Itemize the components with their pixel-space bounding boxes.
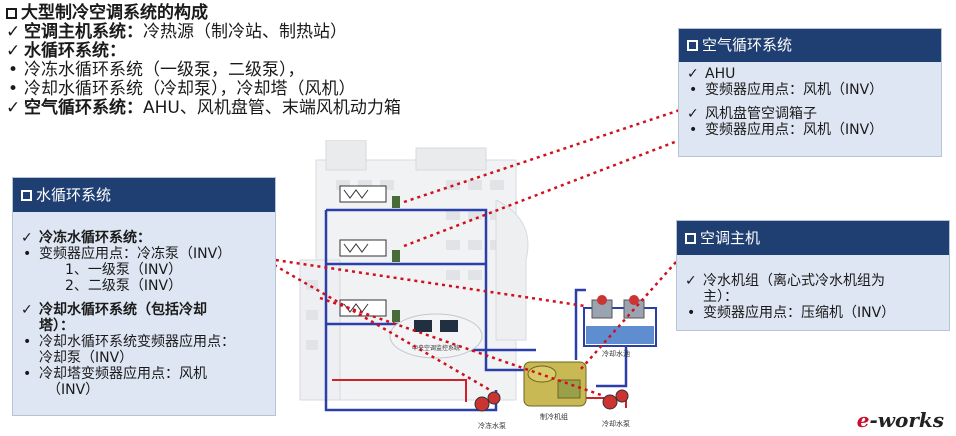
heading-line-1: ✓空调主机系统：冷热源（制冷站、制热站） — [6, 23, 476, 42]
chiller-label: 制冷机组 — [540, 412, 568, 421]
air-panel-title: 空气循环系统 — [702, 36, 793, 54]
water-row-tower-inv-2: （INV） — [47, 382, 100, 398]
water-panel-header: 水循环系统 — [13, 178, 275, 212]
water-row-cooling: ✓冷却水循环系统（包括冷却 — [21, 302, 207, 318]
callout-water-chilled — [261, 256, 586, 308]
air-row-fcu-inv: •变频器应用点：风机（INV） — [689, 122, 884, 138]
water-row-pump1: 1、一级泵（INV） — [65, 262, 183, 278]
check-icon: ✓ — [6, 98, 21, 118]
water-system-label: 水循环系统： — [24, 41, 126, 61]
heading-title-row: 大型制冷空调系统的构成 — [6, 4, 476, 23]
pump1-label: 冷冻水泵 — [478, 421, 506, 430]
water-row-cooling-inv: •冷却水循环系统变频器应用点： — [23, 334, 235, 350]
cold-pool-label: 冷却水池 — [602, 349, 630, 358]
callout-host-chiller — [579, 261, 677, 371]
heading-line-2: ✓水循环系统： — [6, 42, 476, 61]
pump-icons — [474, 389, 629, 412]
water-circulation-panel: 水循环系统 ✓冷冻水循环系统： •变频器应用点：冷冻泵（INV） 1、一级泵（I… — [12, 177, 276, 416]
host-panel-body: ✓冷水机组（离心式冷水机组为 主）： •变频器应用点：压缩机（INV） — [677, 255, 949, 325]
heading-line-5: ✓空气循环系统：AHU、风机盘管、末端风机动力箱 — [6, 99, 476, 118]
square-bullet-icon — [6, 8, 17, 19]
bullet-icon: • — [8, 79, 19, 99]
host-panel-title: 空调主机 — [700, 229, 761, 247]
air-row-ahu-inv: •变频器应用点：风机（INV） — [689, 82, 884, 98]
air-system-label: 空气循环系统： — [24, 98, 143, 118]
water-row-pump2: 2、二级泵（INV） — [65, 278, 183, 294]
host-row-chiller-2: 主）： — [703, 289, 738, 305]
cooling-water-text: 冷却水循环系统（冷却泵），冷却塔（风机） — [24, 79, 356, 99]
ac-host-panel: 空调主机 ✓冷水机组（离心式冷水机组为 主）： •变频器应用点：压缩机（INV） — [676, 220, 950, 331]
water-panel-title: 水循环系统 — [36, 186, 112, 204]
air-system-text: AHU、风机盘管、末端风机动力箱 — [143, 98, 401, 118]
control-system-label: 中央空调监控系统 — [412, 344, 460, 352]
square-bullet-icon — [21, 190, 32, 201]
check-icon: ✓ — [6, 41, 21, 61]
heading-title: 大型制冷空调系统的构成 — [21, 3, 208, 23]
host-panel-header: 空调主机 — [677, 221, 949, 255]
host-row-chiller: ✓冷水机组（离心式冷水机组为 — [685, 273, 885, 289]
system-composition-heading: 大型制冷空调系统的构成 ✓空调主机系统：冷热源（制冷站、制热站） ✓水循环系统：… — [6, 4, 476, 118]
heading-line-3: •冷冻水循环系统（一级泵，二级泵）， — [6, 61, 476, 80]
air-panel-header: 空气循环系统 — [679, 29, 941, 62]
air-panel-body: ✓AHU •变频器应用点：风机（INV） ✓风机盘管空调箱子 •变频器应用点：风… — [679, 62, 941, 142]
eworks-logo: e-works — [856, 408, 944, 432]
pump2-label: 冷却水泵 — [602, 419, 630, 428]
heading-line-4: •冷却水循环系统（冷却泵），冷却塔（风机） — [6, 80, 476, 99]
host-system-text: 冷热源（制冷站、制热站） — [143, 22, 347, 42]
callout-water-cooling — [319, 296, 605, 398]
check-icon: ✓ — [6, 22, 21, 42]
water-row-cooling-2: 塔）： — [39, 318, 74, 334]
square-bullet-icon — [687, 40, 698, 51]
bullet-icon: • — [8, 60, 19, 80]
water-row-tower-inv: •冷却塔变频器应用点：风机 — [23, 366, 207, 382]
cooling-tower-illustration — [583, 295, 657, 347]
callout-air-fcu — [403, 138, 681, 248]
callout-water-pump — [261, 256, 491, 392]
water-row-cooling-inv-2: 冷却泵（INV） — [39, 350, 134, 366]
water-row-chilled: ✓冷冻水循环系统： — [21, 230, 151, 246]
water-panel-body: ✓冷冻水循环系统： •变频器应用点：冷冻泵（INV） 1、一级泵（INV） 2、… — [13, 212, 275, 402]
square-bullet-icon — [685, 233, 696, 244]
callout-air-ahu — [403, 108, 681, 204]
host-row-compressor: •变频器应用点：压缩机（INV） — [687, 305, 896, 321]
air-row-ahu: ✓AHU — [687, 66, 736, 82]
host-system-label: 空调主机系统： — [24, 22, 143, 42]
air-row-fcu: ✓风机盘管空调箱子 — [687, 106, 817, 122]
water-row-chilled-inv: •变频器应用点：冷冻泵（INV） — [23, 246, 232, 262]
air-circulation-panel: 空气循环系统 ✓AHU •变频器应用点：风机（INV） ✓风机盘管空调箱子 •变… — [678, 28, 942, 157]
chilled-water-text: 冷冻水循环系统（一级泵，二级泵）， — [24, 60, 305, 80]
ahu-units — [339, 185, 400, 322]
